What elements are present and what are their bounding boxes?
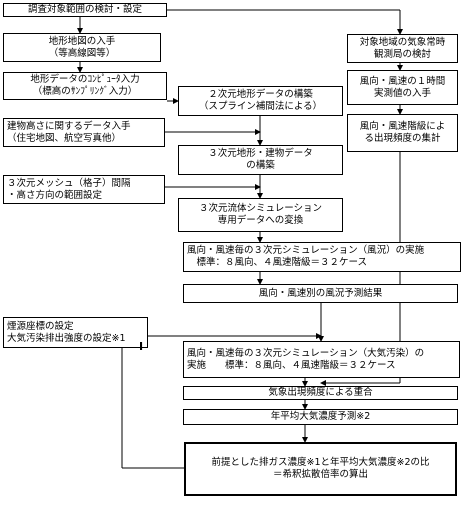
topo-map-line-2: （等高線図等） — [48, 47, 116, 59]
pollution-sim-line-2: 実施 標準：８風向、４風速階級＝３２ケース — [187, 359, 396, 371]
pollution-sim-line-1: 風向・風速毎の３次元シミュレーション（大気汚染）の — [187, 347, 425, 359]
terrain-2d-line-2: （スプライン補間法による） — [198, 101, 323, 112]
annual-pred-box: 年平均大気濃度予測※2 — [183, 409, 458, 425]
weather-station-box: 対象地域の気象常時 観測局の検討 — [347, 34, 458, 63]
annual-pred-line-1: 年平均大気濃度予測※2 — [270, 411, 371, 422]
hourly-obs-box: 風向・風速の１時間 実測値の入手 — [347, 70, 458, 105]
cfd-convert-line-1: ３次元流体シミュレーション — [198, 203, 323, 214]
source-coords-box: 煙源座標の設定 大気汚染排出強度の設定※1 — [3, 317, 148, 348]
hourly-obs-line-2: 実測値の入手 — [373, 87, 431, 99]
topo-map-line-1: 地形地図の入手 — [48, 35, 116, 47]
freq-count-line-2: る出現頻度の集計 — [364, 133, 441, 144]
freq-count-line-1: 風向・風速階級によ — [359, 121, 446, 132]
terrain-input-box: 地形データのｺﾝﾋﾟｭｰﾀ入力 （標高のｻﾝﾌﾟﾘﾝｸﾞ入力） — [3, 72, 167, 100]
terrain-input-line-2: （標高のｻﾝﾌﾟﾘﾝｸﾞ入力） — [32, 86, 138, 97]
final-ratio-line-1: 前提とした排ガス濃度※1と年平均大気濃度※2の比 — [211, 457, 430, 468]
wind-result-line-1: 風向・風速別の風況予測結果 — [258, 287, 383, 299]
source-coords-line-2: 大気汚染排出強度の設定※1 — [7, 332, 126, 344]
hourly-obs-line-1: 風向・風速の１時間 — [359, 75, 446, 87]
terrain-2d-line-1: ２次元地形データの構築 — [208, 89, 313, 100]
build-3d-line-1: ３次元地形・建物データ — [208, 148, 313, 159]
weather-station-line-2: 観測局の検討 — [373, 48, 431, 60]
pollution-sim-box: 風向・風速毎の３次元シミュレーション（大気汚染）の 実施 標準：８風向、４風速階… — [183, 341, 460, 378]
terrain-input-line-1: 地形データのｺﾝﾋﾟｭｰﾀ入力 — [30, 74, 140, 85]
mesh-range-line-1: ３次元メッシュ（格子）間隔 — [7, 177, 131, 189]
build-3d-box: ３次元地形・建物データ の構築 — [178, 145, 343, 175]
weather-station-line-1: 対象地域の気象常時 — [359, 36, 446, 48]
stray-mark: I — [139, 340, 144, 353]
topo-map-box: 地形地図の入手 （等高線図等） — [3, 33, 161, 62]
build-3d-line-2: の構築 — [246, 160, 275, 171]
building-data-line-2: （住宅地図、航空写真他） — [7, 132, 122, 144]
final-ratio-line-2: ＝希釈拡散倍率の算出 — [272, 469, 368, 480]
mesh-range-box: ３次元メッシュ（格子）間隔 ・高さ方向の範囲設定 — [3, 175, 165, 204]
survey-range-box: 調査対象範囲の検討・設定 — [3, 3, 167, 17]
wind-sim-box: 風向・風速毎の３次元シミュレーション（風況）の実施 標準：８風向、４風速階級＝３… — [183, 242, 461, 272]
cfd-convert-box: ３次元流体シミュレーション 専用データへの変換 — [178, 198, 343, 232]
wind-sim-line-2: 標準：８風向、４風速階級＝３２ケース — [187, 257, 368, 268]
wind-sim-line-1: 風向・風速毎の３次元シミュレーション（風況）の実施 — [187, 245, 425, 256]
building-data-line-1: 建物高さに関するデータ入手 — [7, 120, 131, 132]
weather-overlay-line-1: 気象出現頻度による重合 — [268, 387, 373, 398]
wind-result-box: 風向・風速別の風況予測結果 — [183, 284, 458, 303]
terrain-2d-box: ２次元地形データの構築 （スプライン補間法による） — [178, 86, 343, 116]
final-ratio-box: 前提とした排ガス濃度※1と年平均大気濃度※2の比 ＝希釈拡散倍率の算出 — [184, 442, 457, 496]
source-coords-line-1: 煙源座標の設定 — [7, 320, 74, 332]
mesh-range-line-2: ・高さ方向の範囲設定 — [7, 189, 103, 201]
building-data-box: 建物高さに関するデータ入手 （住宅地図、航空写真他） — [3, 118, 165, 147]
freq-count-box: 風向・風速階級によ る出現頻度の集計 — [347, 114, 458, 152]
survey-range-line-1: 調査対象範囲の検討・設定 — [27, 4, 142, 15]
cfd-convert-line-2: 専用データへの変換 — [217, 215, 304, 226]
weather-overlay-box: 気象出現頻度による重合 — [183, 386, 458, 400]
